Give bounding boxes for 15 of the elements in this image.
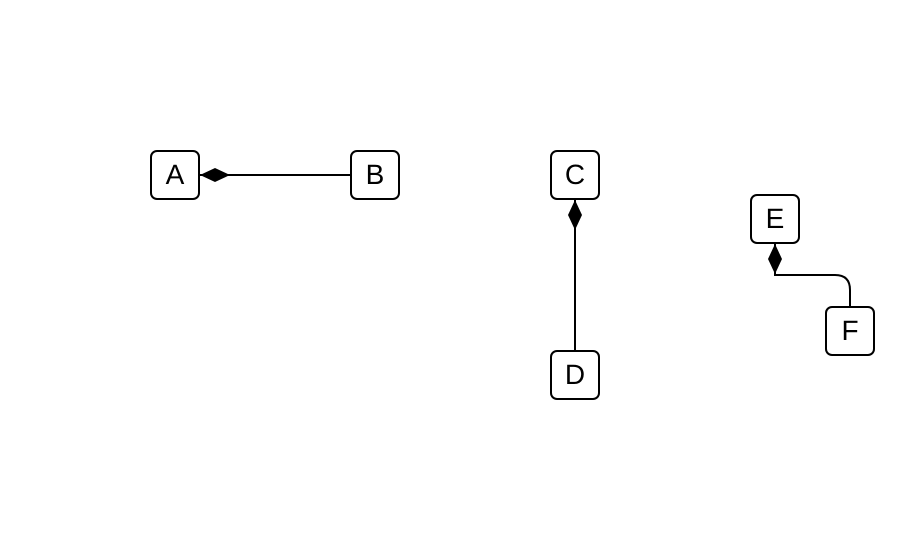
composition-connector [768, 244, 851, 306]
composition-connector [568, 200, 582, 350]
node-label: B [366, 159, 384, 191]
class-box [550, 350, 600, 400]
class-box [550, 150, 600, 200]
node-label: A [166, 159, 184, 191]
class-box [150, 150, 200, 200]
node-label: E [766, 203, 784, 235]
composition-connector [200, 168, 350, 182]
node-label: D [564, 359, 586, 391]
node-label: F [841, 315, 859, 347]
class-box [350, 150, 400, 200]
node-label: C [564, 159, 586, 191]
class-box [750, 194, 800, 244]
class-box [825, 306, 875, 356]
